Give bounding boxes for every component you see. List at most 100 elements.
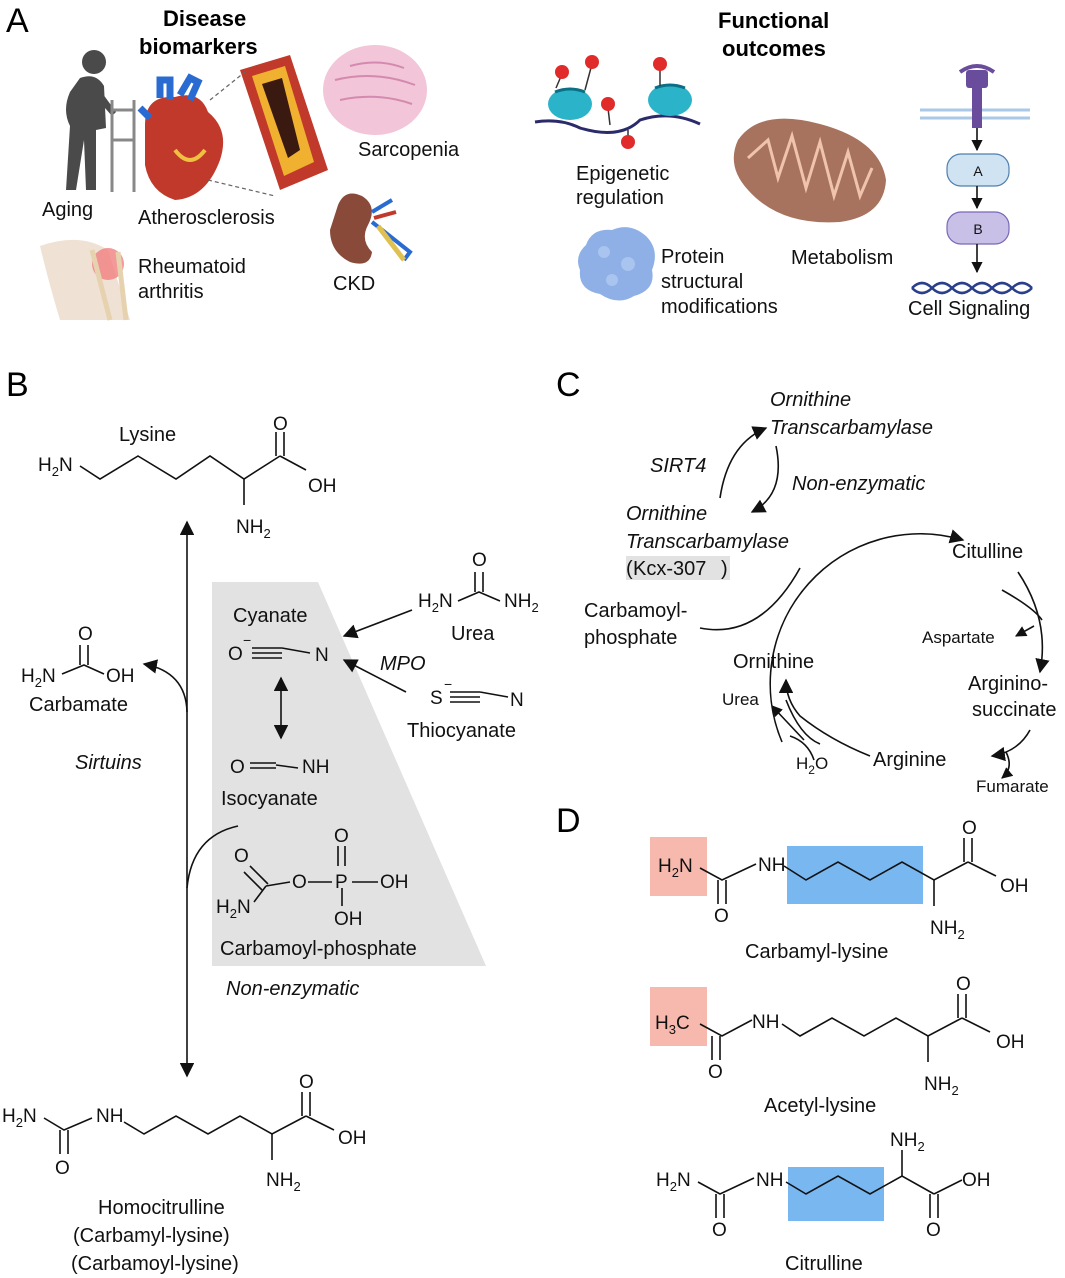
aspartate-input-curve	[1001, 589, 1043, 621]
ci-o: O	[712, 1220, 727, 1241]
urea-release-arrow	[772, 700, 821, 745]
lysine-chain	[79, 455, 281, 480]
ci-o-acid: O	[926, 1220, 941, 1241]
carbamate-bonds	[61, 664, 105, 675]
knee-joint-icon	[40, 239, 130, 321]
cyanate-triple-bond	[252, 647, 311, 659]
ci-oh: OH	[962, 1170, 991, 1191]
cp-p: P	[335, 872, 348, 893]
al-bonds-1	[699, 1019, 753, 1037]
otc-mod-line1: Ornithine	[626, 503, 707, 525]
citulline-to-argino-arrow	[1017, 571, 1050, 674]
urea-h2n: H2N	[418, 591, 453, 615]
carbamate-oh: OH	[106, 666, 135, 687]
thiocyanate-minus: −	[444, 676, 452, 692]
cl-oh-bond	[967, 861, 997, 877]
sirtuin-branch-arrow	[142, 659, 188, 713]
citrulline-highlight-blue	[788, 1167, 884, 1221]
hc-o-acid: O	[299, 1072, 314, 1093]
lysine-carbonyl	[275, 432, 285, 456]
acetyl-lysine-label: Acetyl-lysine	[764, 1095, 876, 1117]
argino-line2: succinate	[972, 699, 1057, 721]
ra-label-line2: arthritis	[138, 281, 204, 303]
heart-icon	[137, 73, 224, 200]
node-a-label: A	[973, 163, 983, 179]
carbamoyl-phosphate-entry	[699, 567, 801, 631]
urea-c-label: Urea	[722, 690, 759, 709]
thiocyanate-label: Thiocyanate	[407, 720, 516, 742]
ckd-label: CKD	[333, 273, 375, 295]
ornithine-label: Ornithine	[733, 651, 814, 673]
mpo-label: MPO	[380, 653, 426, 675]
disease-title-line1: Disease	[163, 6, 246, 31]
cp-o-top: O	[334, 826, 349, 847]
kidney-icon	[330, 193, 413, 264]
hc-carbonyl	[59, 1130, 69, 1154]
cp-bonds-1	[253, 881, 291, 903]
panel-c-letter: C	[556, 366, 581, 404]
dna-helix-icon	[911, 281, 1033, 295]
signaling-node-a	[946, 153, 1010, 187]
arginine-to-ornithine-arrow	[778, 678, 871, 757]
mitochondrion-icon	[733, 118, 886, 223]
carbamate-carbonyl	[79, 645, 89, 665]
ci-h2n: H2N	[656, 1170, 691, 1194]
non-enzymatic-arrow	[750, 445, 780, 513]
carbamoyl-c-line2: phosphate	[584, 627, 677, 649]
cl-nh2: NH2	[930, 918, 965, 942]
hc-oh: OH	[338, 1128, 367, 1149]
cl-h2n: H2N	[658, 856, 693, 880]
urea-to-cyanate-arrow	[342, 609, 413, 639]
signaling-node-b	[946, 211, 1010, 245]
thiocyanate-s: S	[430, 688, 443, 709]
panel-b: B Lysine H2N O OH NH2 O H2N OH Carbamate…	[2, 366, 539, 1275]
carbamoyl-phosphate-label: Carbamoyl-phosphate	[220, 938, 417, 960]
cp-oh-right: OH	[380, 872, 409, 893]
metabolism-label: Metabolism	[791, 247, 893, 269]
otc-top-line2: Transcarbamylase	[770, 417, 933, 439]
fumarate-arrow	[1001, 751, 1014, 779]
thiocyanate-bonds	[450, 691, 509, 703]
thiocyanate-n: N	[510, 690, 524, 711]
sirt4-label: SIRT4	[650, 455, 706, 477]
sirt4-arrow	[719, 426, 768, 499]
cp-oh-bottom: OH	[334, 909, 363, 930]
panel-d: D H2N O NH O OH NH2 Carbamyl-lysine H3C …	[556, 802, 1029, 1275]
lysine-o: O	[273, 414, 288, 435]
ci-nh: NH	[756, 1170, 783, 1191]
hc-o: O	[55, 1158, 70, 1179]
functional-title-line1: Functional	[718, 8, 829, 33]
otc-mod-line2: Transcarbamylase	[626, 531, 789, 553]
aging-label: Aging	[42, 199, 93, 221]
ci-oh-bond	[933, 1179, 963, 1195]
carbamyl-lysine-label: Carbamyl-lysine	[745, 941, 888, 963]
hc-bonds-1	[43, 1117, 93, 1131]
carbamoyl-branch-curve	[186, 825, 239, 889]
non-enzymatic-c-label: Non-enzymatic	[792, 473, 925, 495]
artery-icon	[240, 55, 328, 190]
panel-b-letter: B	[6, 366, 29, 404]
cl-o-acid: O	[962, 818, 977, 839]
al-oh: OH	[996, 1032, 1025, 1053]
citulline-label: Citulline	[952, 541, 1023, 563]
hc-chain	[123, 1115, 307, 1135]
al-o-acid: O	[956, 974, 971, 995]
cl-bonds-1	[699, 863, 757, 881]
ci-carbonyl	[715, 1194, 725, 1218]
urea-bonds	[457, 591, 501, 602]
hc-h2n: H2N	[2, 1106, 37, 1130]
aspartate-label: Aspartate	[922, 628, 995, 647]
protein-label-line1: Protein	[661, 246, 724, 268]
kcx-close-paren: )	[721, 558, 728, 580]
urea-nh2: NH2	[504, 591, 539, 615]
nucleosome-icon	[534, 55, 701, 149]
aspartate-arrow	[1015, 625, 1035, 637]
cyanate-minus: −	[243, 632, 251, 648]
carbamate-o: O	[78, 624, 93, 645]
lysine-nh2: NH2	[236, 517, 271, 541]
cyanate-o: O	[228, 644, 243, 665]
cl-o: O	[714, 906, 729, 927]
protein-label-line3: modifications	[661, 296, 778, 318]
argino-to-arginine-arrow	[990, 729, 1031, 762]
